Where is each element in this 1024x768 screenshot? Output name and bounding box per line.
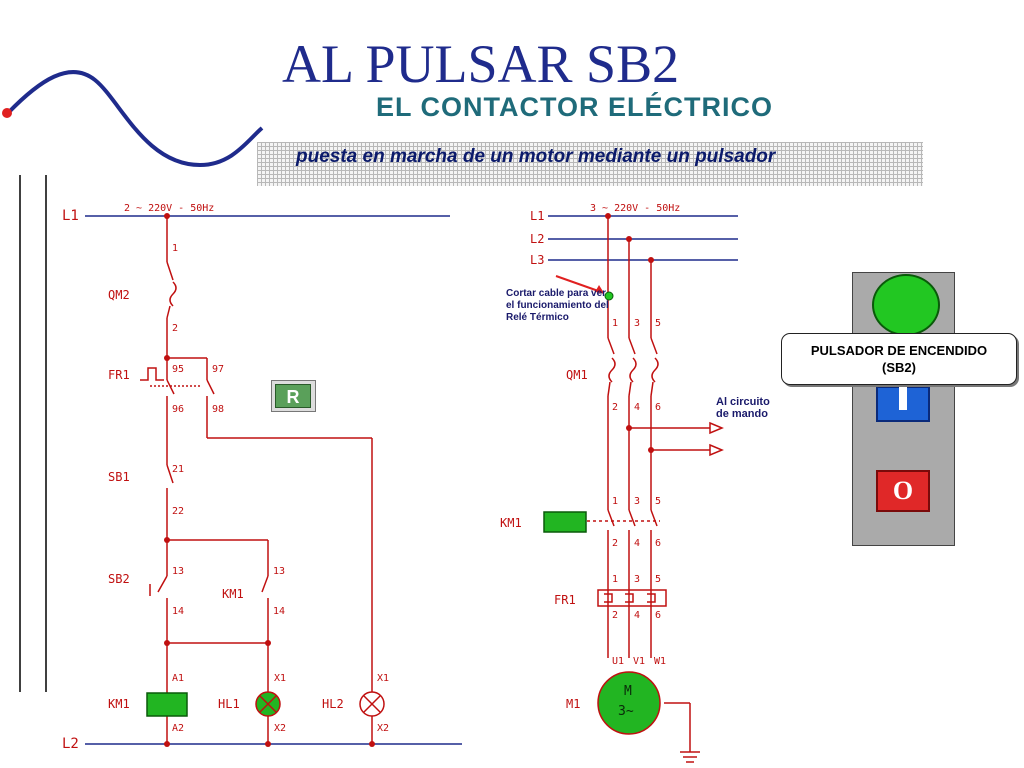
- subtitle-text: puesta en marcha de un motor mediante un…: [296, 146, 776, 167]
- label-km1-coil: KM1: [108, 697, 130, 711]
- label-l2: L2: [62, 736, 79, 752]
- label-fr1-97: 97: [212, 364, 225, 375]
- stop-button-sb1[interactable]: O: [876, 470, 930, 512]
- label-qm1-top-3: 3: [634, 318, 641, 329]
- label-sb2-t2: 14: [172, 606, 185, 617]
- label-power-l2: L2: [530, 232, 545, 246]
- label-hl1: HL1: [218, 697, 240, 711]
- control-junctions: [164, 213, 375, 747]
- fr1-power-block: [597, 589, 667, 607]
- label-hl1-x2: X2: [274, 723, 287, 734]
- hl1-lamp: [255, 691, 281, 717]
- label-km1-a2: A2: [172, 723, 185, 734]
- sine-wave: [6, 70, 264, 168]
- label-fr1-top-1: 1: [612, 574, 619, 585]
- label-hl2-x1: X1: [377, 673, 390, 684]
- callout-title: PULSADOR DE ENCENDIDO: [810, 343, 988, 358]
- label-sb1-t1: 21: [172, 464, 185, 475]
- callout-subtitle: (SB2): [882, 360, 916, 375]
- label-qm1-bot-6: 6: [655, 402, 662, 413]
- label-km1-power: KM1: [500, 516, 522, 530]
- label-km1-bot-6: 6: [655, 538, 662, 549]
- label-qm1-bot-4: 4: [634, 402, 641, 413]
- power-lines: [548, 215, 738, 261]
- label-fr1-top-3: 3: [634, 574, 641, 585]
- label-qm1: QM1: [566, 368, 588, 382]
- label-fr1-96: 96: [172, 404, 185, 415]
- label-km1-top-3: 3: [634, 496, 641, 507]
- label-qm1-bot-2: 2: [612, 402, 619, 413]
- label-motor-v1: V1: [633, 656, 646, 667]
- motor-m1: [597, 671, 661, 735]
- label-km1-bot-2: 2: [612, 538, 619, 549]
- label-fr1-98: 98: [212, 404, 225, 415]
- label-power-supply: 3 ~ 220V - 50Hz: [590, 203, 681, 214]
- hl2-lamp: [359, 691, 385, 717]
- callout-sb2: PULSADOR DE ENCENDIDO (SB2): [781, 333, 1017, 385]
- label-km1-bot-4: 4: [634, 538, 641, 549]
- subtitle-bar: [257, 142, 923, 186]
- motor-type: 3~: [618, 704, 634, 719]
- label-sb1: SB1: [108, 470, 130, 484]
- label-fr1-bot-4: 4: [634, 610, 641, 621]
- section-title: EL CONTACTOR ELÉCTRICO: [376, 92, 774, 122]
- label-fr1-top-5: 5: [655, 574, 662, 585]
- ground-symbol: [680, 751, 700, 763]
- label-sb2-t1: 13: [172, 566, 185, 577]
- reset-button[interactable]: R: [275, 384, 311, 408]
- km1-coil: [146, 692, 188, 717]
- label-hl2: HL2: [322, 697, 344, 711]
- label-km1-top-5: 5: [655, 496, 662, 507]
- cut-point: [604, 291, 614, 301]
- label-qm1-top-1: 1: [612, 318, 619, 329]
- label-control-supply: 2 ~ 220V - 50Hz: [124, 203, 215, 214]
- label-fr1-bot-2: 2: [612, 610, 619, 621]
- cut-cable-note: Cortar cable para ver el funcionamiento …: [506, 288, 609, 323]
- label-qm2: QM2: [108, 288, 130, 302]
- power-junctions: [605, 213, 654, 453]
- label-km1-a1: A1: [172, 673, 185, 684]
- label-km1-contact-t1: 13: [273, 566, 286, 577]
- label-fr1-power: FR1: [554, 593, 576, 607]
- label-qm2-t1: 1: [172, 243, 179, 254]
- label-km1-contact: KM1: [222, 587, 244, 601]
- start-indicator-light: [872, 274, 940, 336]
- label-fr1-95: 95: [172, 364, 185, 375]
- page-title: AL PULSAR SB2: [282, 34, 680, 94]
- label-motor-u1: U1: [612, 656, 625, 667]
- label-motor-m1: M1: [566, 697, 581, 711]
- label-hl1-x1: X1: [274, 673, 287, 684]
- label-hl2-x2: X2: [377, 723, 390, 734]
- label-km1-contact-t2: 14: [273, 606, 286, 617]
- label-sb1-t2: 22: [172, 506, 185, 517]
- label-fr1: FR1: [108, 368, 130, 382]
- label-power-l3: L3: [530, 253, 545, 267]
- label-fr1-bot-6: 6: [655, 610, 662, 621]
- label-l1: L1: [62, 208, 79, 224]
- label-motor-w1: W1: [654, 656, 667, 667]
- control-main-branch: [140, 216, 373, 744]
- label-power-l1: L1: [530, 209, 545, 223]
- label-qm1-top-5: 5: [655, 318, 662, 329]
- label-km1-top-1: 1: [612, 496, 619, 507]
- start-button-mark: [899, 386, 907, 410]
- control-output-note: Al circuito de mando: [716, 396, 770, 420]
- km1-power-coil: [543, 511, 587, 533]
- label-sb2: SB2: [108, 572, 130, 586]
- sine-dot: [2, 108, 12, 118]
- cut-arrow: [555, 275, 605, 294]
- label-qm2-t2: 2: [172, 323, 179, 334]
- motor-symbol: M: [624, 684, 632, 699]
